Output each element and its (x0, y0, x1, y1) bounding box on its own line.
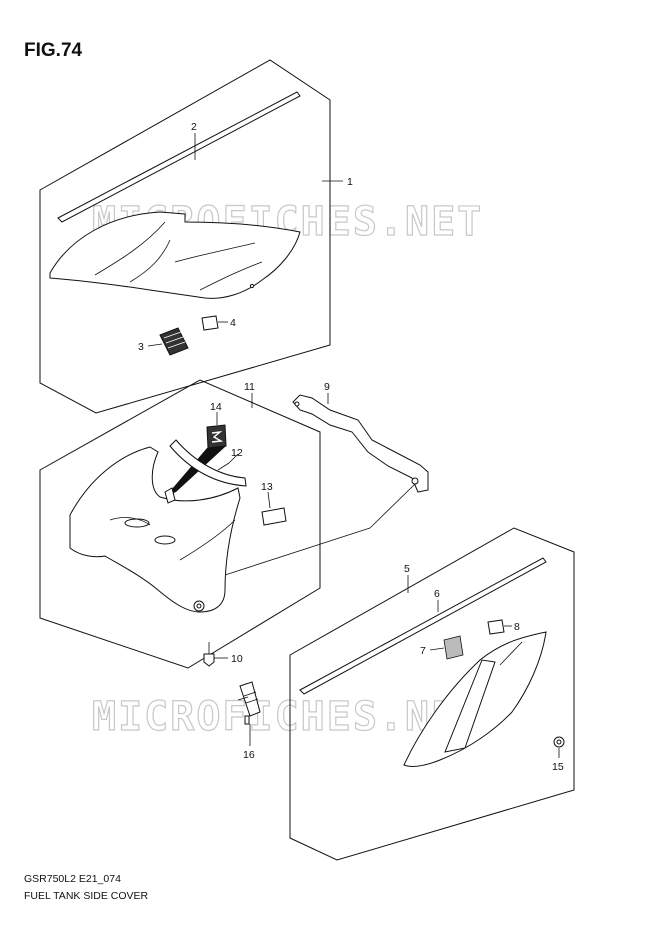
callout-12: 12 (231, 447, 243, 459)
callout-14: 14 (210, 401, 222, 413)
assembly-box-11 (39, 379, 321, 669)
footer-description: FUEL TANK SIDE COVER (24, 890, 149, 902)
part-4-cushion (201, 315, 219, 331)
part-11-side-cover (69, 446, 241, 613)
callout-7: 7 (420, 645, 426, 657)
callout-2: 2 (191, 121, 197, 133)
part-5-side-cover (403, 631, 547, 767)
part-15-screw (553, 736, 565, 748)
part-13-cushion (261, 507, 287, 526)
callout-6: 6 (434, 588, 440, 600)
part-7-mesh-pad (443, 635, 464, 660)
watermark-bottom: MICROFICHES.NET (92, 694, 483, 740)
callout-11: 11 (244, 381, 255, 393)
callout-15: 15 (552, 761, 564, 773)
callout-13: 13 (261, 481, 273, 493)
part-12-strip (169, 439, 247, 487)
callout-9: 9 (324, 381, 330, 393)
callout-10: 10 (231, 653, 243, 665)
callout-4: 4 (230, 317, 236, 329)
footer-code: GSR750L2 E21_074 (24, 873, 121, 885)
part-1-side-cover (49, 211, 301, 299)
callout-16: 16 (243, 749, 255, 761)
part-14-emblem (166, 424, 227, 496)
callout-5: 5 (404, 563, 410, 575)
callout-1: 1 (347, 176, 353, 188)
assembly-box-1 (39, 59, 331, 414)
part-6-trim-strip (299, 557, 547, 695)
part-9-bracket (292, 394, 429, 493)
part-3-mesh-pad (159, 327, 189, 356)
figure-title: FIG.74 (24, 40, 83, 61)
part-16-clip (237, 681, 261, 725)
callout-8: 8 (514, 621, 520, 633)
assembly-box-5 (289, 527, 575, 861)
callout-3: 3 (138, 341, 144, 353)
part-8-cushion (487, 619, 505, 635)
part-2-trim-strip (57, 91, 301, 223)
part-10-screw (203, 642, 215, 667)
